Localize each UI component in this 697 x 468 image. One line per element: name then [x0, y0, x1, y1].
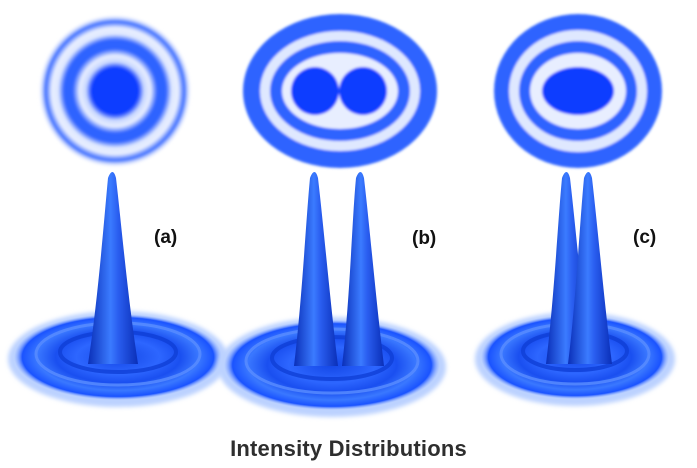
panel-c-topview — [494, 14, 662, 168]
panel-label-a: (a) — [154, 227, 178, 248]
panel-b-3d — [218, 172, 446, 417]
panel-label-b: (b) — [412, 228, 437, 249]
panel-c-3d — [475, 172, 675, 406]
panel-a-3d — [8, 172, 228, 407]
panel-b-topview — [243, 14, 437, 168]
panel-a-topview — [38, 14, 192, 168]
figure-caption: Intensity Distributions — [230, 436, 467, 461]
panel-label-c: (c) — [633, 227, 657, 248]
